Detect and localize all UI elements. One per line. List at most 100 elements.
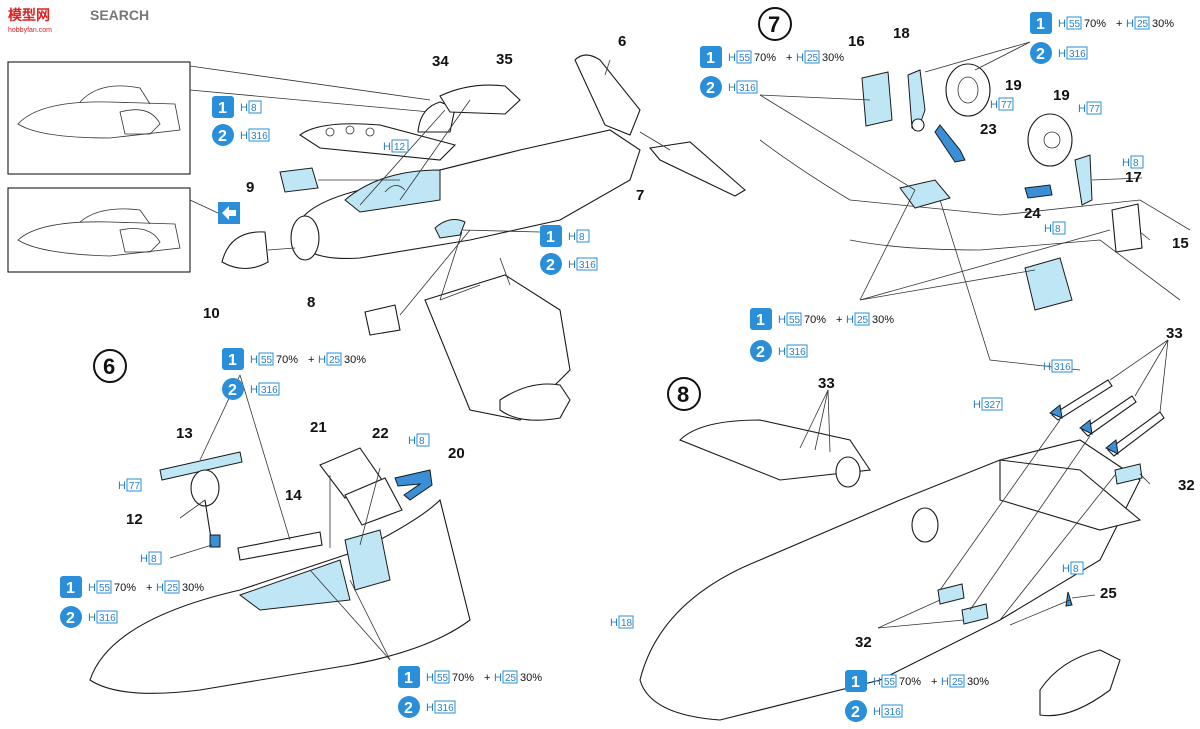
svg-text:30%: 30% — [1152, 18, 1174, 30]
svg-text:H: H — [728, 82, 736, 94]
svg-text:H: H — [118, 480, 126, 492]
step-8-weapons: 8 — [639, 339, 1169, 721]
svg-text:H: H — [250, 354, 258, 366]
paint-callout-h8-step6-b: H 8 — [408, 433, 430, 447]
paint-callout-h8-top: 1 H 8 — [212, 96, 262, 118]
paint-callout-h316-top: 2 H 316 — [212, 124, 270, 146]
part-label-17: 17 — [1125, 169, 1142, 186]
svg-text:H: H — [494, 672, 502, 684]
part-label-33-b: 33 — [818, 375, 835, 392]
watermark-en: SEARCH — [90, 7, 149, 23]
part-label-19-a: 19 — [1005, 77, 1022, 94]
svg-text:30%: 30% — [182, 582, 204, 594]
svg-text:H: H — [846, 314, 854, 326]
svg-text:316: 316 — [261, 385, 278, 396]
svg-text:30%: 30% — [520, 672, 542, 684]
svg-text:316: 316 — [437, 703, 454, 714]
svg-text:25: 25 — [952, 677, 964, 688]
svg-text:25: 25 — [505, 673, 517, 684]
step-6-label: 6 — [103, 354, 115, 379]
svg-text:H: H — [1078, 103, 1086, 115]
svg-text:H: H — [1058, 48, 1066, 60]
paint-callout-h77-step7-a: H 77 — [990, 97, 1014, 111]
svg-text:H: H — [1058, 18, 1066, 30]
watermark-cn: 模型网 — [8, 7, 50, 23]
part-label-21: 21 — [310, 419, 327, 436]
part-label-9: 9 — [246, 179, 254, 196]
svg-text:1: 1 — [546, 229, 555, 246]
svg-text:H: H — [240, 102, 248, 114]
part-label-24: 24 — [1024, 205, 1041, 222]
part-label-35: 35 — [496, 51, 513, 68]
svg-text:H: H — [88, 582, 96, 594]
paint-callout-h8-step7-a: H 8 — [1122, 155, 1144, 169]
svg-text:H: H — [1126, 18, 1134, 30]
paint-callout-h18-step8: H 18 — [610, 615, 634, 629]
svg-text:2: 2 — [546, 257, 555, 274]
part-label-10: 10 — [203, 305, 220, 322]
svg-text:H: H — [728, 52, 736, 64]
svg-text:70%: 70% — [1084, 18, 1106, 30]
svg-text:316: 316 — [1054, 362, 1071, 373]
svg-text:H: H — [426, 702, 434, 714]
svg-text:H: H — [250, 384, 258, 396]
part-label-33-a: 33 — [1166, 325, 1183, 342]
paint-callout-h77-step6: H 77 — [118, 478, 142, 492]
paint-callout-h12: H 12 — [383, 139, 409, 153]
paint-callout-step6-left: 1 H 55 70% + H 25 30% 2 H 316 — [60, 576, 204, 628]
svg-text:H: H — [140, 553, 148, 565]
svg-text:70%: 70% — [899, 676, 921, 688]
svg-text:25: 25 — [1137, 19, 1149, 30]
svg-text:25: 25 — [807, 53, 819, 64]
part-label-15: 15 — [1172, 235, 1189, 252]
svg-text:H: H — [610, 617, 618, 629]
svg-text:H: H — [1122, 157, 1130, 169]
svg-text:H: H — [240, 130, 248, 142]
paint-callout-step8-bottom: 1 H 55 70% + H 25 30% 2 H 316 — [845, 670, 989, 722]
svg-text:H: H — [873, 676, 881, 688]
svg-text:1: 1 — [706, 50, 715, 67]
svg-text:25: 25 — [167, 583, 179, 594]
paint-callout-h316-mid: 2 H 316 — [540, 253, 598, 275]
svg-text:1: 1 — [228, 352, 237, 369]
svg-text:H: H — [1044, 223, 1052, 235]
svg-text:H: H — [796, 52, 804, 64]
svg-text:316: 316 — [99, 613, 116, 624]
part-label-6: 6 — [618, 33, 626, 50]
svg-text:8: 8 — [1055, 224, 1061, 235]
swap-arrows-icon — [218, 202, 240, 224]
svg-text:25: 25 — [329, 355, 341, 366]
svg-text:70%: 70% — [276, 354, 298, 366]
svg-text:H: H — [973, 399, 981, 411]
part-label-8: 8 — [307, 294, 315, 311]
svg-text:55: 55 — [261, 355, 273, 366]
step-6-cockpit: 6 — [89, 349, 471, 694]
svg-text:H: H — [568, 259, 576, 271]
svg-text:8: 8 — [1073, 564, 1079, 575]
svg-text:18: 18 — [621, 618, 633, 629]
part-label-18: 18 — [893, 25, 910, 42]
svg-text:316: 316 — [251, 131, 268, 142]
svg-text:+: + — [484, 672, 490, 684]
svg-text:H: H — [383, 141, 391, 153]
svg-text:2: 2 — [228, 382, 237, 399]
paint-callout-step7-right: 1 H 55 70% + H 25 30% 2 H 316 — [1030, 12, 1174, 64]
svg-text:+: + — [308, 354, 314, 366]
paint-callout-h327-step8: H 327 — [973, 397, 1003, 411]
svg-text:H: H — [778, 314, 786, 326]
svg-text:+: + — [836, 314, 842, 326]
svg-text:77: 77 — [1001, 100, 1013, 111]
svg-text:316: 316 — [579, 260, 596, 271]
svg-text:8: 8 — [151, 554, 157, 565]
svg-text:70%: 70% — [754, 52, 776, 64]
svg-text:25: 25 — [857, 315, 869, 326]
part-label-25: 25 — [1100, 585, 1117, 602]
canopy-option-open — [7, 187, 191, 273]
part-label-22: 22 — [372, 425, 389, 442]
svg-text:30%: 30% — [872, 314, 894, 326]
step-7-label: 7 — [768, 12, 780, 37]
svg-text:2: 2 — [404, 700, 413, 717]
svg-text:327: 327 — [984, 400, 1001, 411]
